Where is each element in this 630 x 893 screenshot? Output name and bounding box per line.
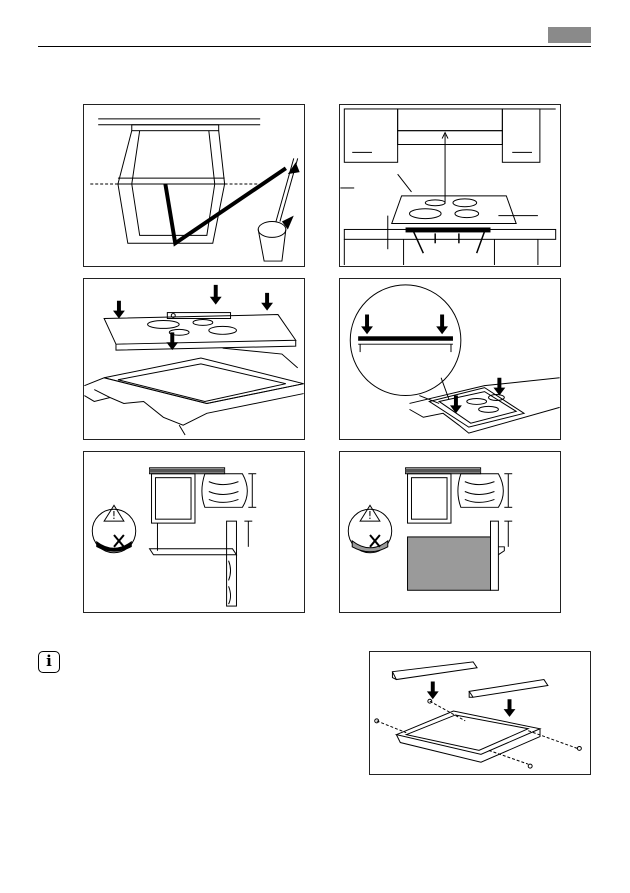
cabinet-measurement-drawing <box>90 118 300 262</box>
info-icon: i <box>38 651 60 673</box>
section-tab <box>548 27 591 43</box>
drawer-below-drawing: ! <box>91 467 257 607</box>
figure-bracket-fixing <box>369 651 591 775</box>
seal-detail-drawing <box>349 284 560 434</box>
figure-oven-below: ! <box>339 451 561 613</box>
bracket-fixing-drawing <box>374 661 582 769</box>
figure-hob-cutout <box>83 278 305 440</box>
kitchen-clearances-drawing <box>340 108 557 266</box>
header-rule <box>38 46 591 47</box>
warning-glyph: ! <box>368 509 372 522</box>
oven-below-drawing: ! <box>347 467 513 591</box>
figure-cabinet-measurement <box>83 104 305 267</box>
hob-cutout-drawing <box>84 284 304 436</box>
figure-kitchen-clearances <box>339 104 561 267</box>
figure-drawer-below: ! <box>83 451 305 613</box>
warning-glyph: ! <box>112 509 116 522</box>
figure-seal-detail <box>339 278 561 440</box>
